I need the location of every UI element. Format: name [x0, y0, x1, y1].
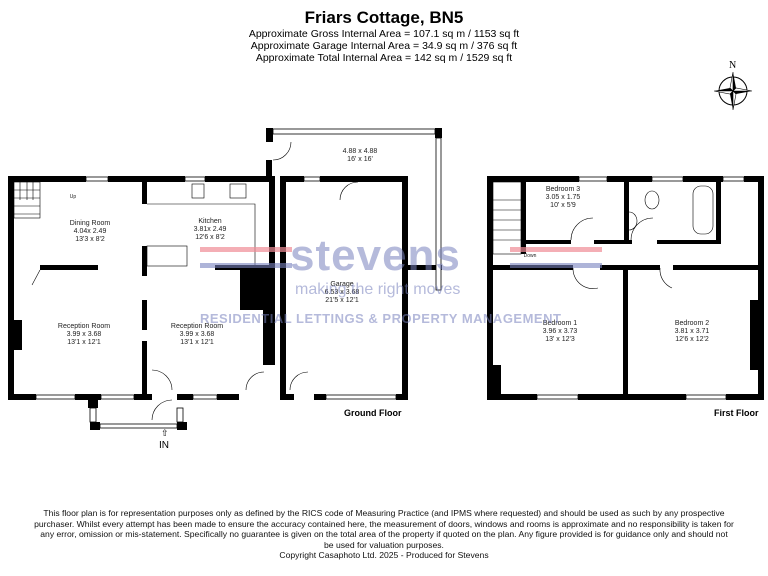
room-reception-room-2: Reception Room 3.99 x 3.68 13'1 x 12'1 [170, 323, 224, 346]
room-bedroom-2: Bedroom 2 3.81 x 3.71 12'6 x 12'2 [674, 320, 710, 343]
room-dining-room: Dining Room 4.04x 2.49 13'3 x 8'2 [69, 220, 111, 243]
plan-header: Friars Cottage, BN5 Approximate Gross In… [0, 8, 768, 64]
entrance-label: IN [159, 440, 169, 451]
room-garage: Garage 6.53 x 3.68 21'5 x 12'1 [324, 281, 360, 304]
stairs-down-label: Down [523, 253, 537, 259]
copyright: Copyright Casaphoto Ltd. 2025 - Produced… [279, 550, 489, 560]
ground-floor-label: Ground Floor [344, 408, 402, 418]
property-title: Friars Cottage, BN5 [304, 8, 464, 27]
garage-area: Approximate Garage Internal Area = 34.9 … [250, 40, 518, 52]
entrance-arrow-icon: ⇧ [161, 428, 169, 438]
room-kitchen: Kitchen 3.81x 2.49 12'6 x 8'2 [193, 218, 227, 241]
compass-rose-icon: N [713, 58, 754, 118]
disclaimer: This floor plan is for representation pu… [20, 508, 748, 561]
stairs-up-label: Up [69, 194, 77, 200]
compass-north-label: N [729, 60, 736, 71]
gross-area: Approximate Gross Internal Area = 107.1 … [248, 28, 520, 40]
room-bedroom-3: Bedroom 3 3.05 x 1.75 10' x 5'9 [545, 186, 581, 209]
room-bedroom-1: Bedroom 1 3.96 x 3.73 13' x 12'3 [542, 320, 578, 343]
room-reception-room-1: Reception Room 3.99 x 3.68 13'1 x 12'1 [57, 323, 111, 346]
first-floor-label: First Floor [714, 408, 759, 418]
room-extension: 4.88 x 4.88 16' x 16' [342, 148, 378, 163]
total-area: Approximate Total Internal Area = 142 sq… [255, 52, 513, 64]
floor-plan-drawing [8, 128, 764, 430]
